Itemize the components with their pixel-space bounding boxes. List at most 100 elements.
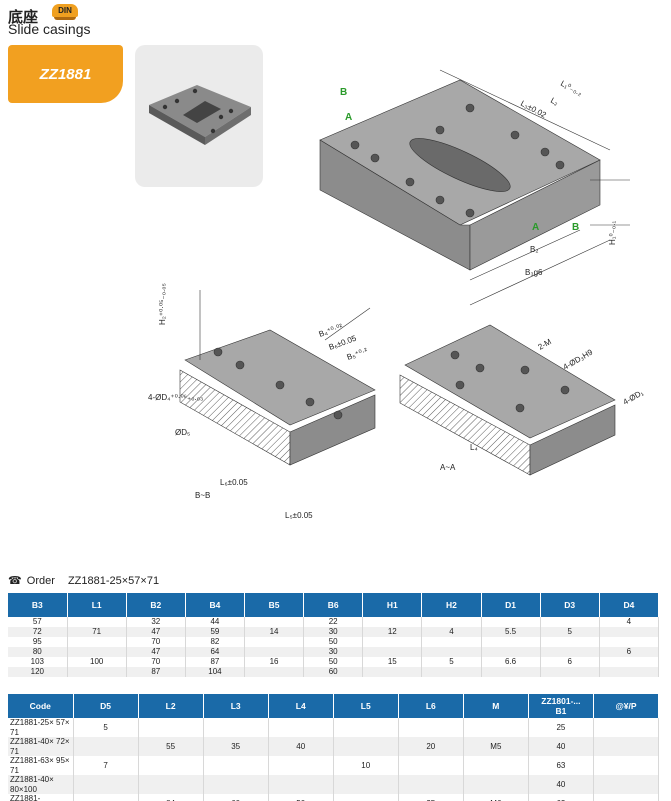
table-cell: [593, 756, 660, 775]
table-cell: 50: [268, 794, 334, 801]
table-cell: [67, 617, 127, 627]
table-cell: 60: [203, 794, 269, 801]
table-cell: 15: [362, 657, 423, 667]
table-cell: [362, 667, 423, 677]
b4-label: B₄⁺⁰·⁰²: [318, 322, 344, 339]
table-cell: [540, 667, 600, 677]
column-header: L3: [203, 694, 269, 718]
table-cell: [268, 775, 334, 794]
table-cell: [481, 647, 541, 657]
table-cell: 104: [185, 667, 246, 677]
table-cell: [333, 718, 399, 737]
table-cell: [138, 718, 204, 737]
table-cell: [362, 647, 423, 657]
table-cell: 103: [8, 657, 68, 667]
table-cell: 44: [185, 617, 246, 627]
table-cell: [540, 637, 600, 647]
table-cell: 5: [73, 718, 139, 737]
d1-label: 4-ØD₁: [622, 388, 646, 407]
part-code-banner: ZZ1881: [8, 45, 123, 103]
table-cell: [421, 637, 482, 647]
table-cell: 100: [67, 657, 127, 667]
table-cell: 32: [126, 617, 186, 627]
m-label: 2-M: [537, 337, 554, 352]
table-cell: 5: [540, 627, 600, 637]
table-cell: 55: [138, 737, 204, 756]
table-cell: 63: [528, 794, 594, 801]
table-cell: [463, 718, 529, 737]
table-cell: [244, 667, 305, 677]
table-cell: [244, 617, 305, 627]
table-cell: 20: [398, 737, 464, 756]
din-badge: DIN: [52, 4, 78, 20]
column-header: L2: [138, 694, 204, 718]
table-cell: [421, 617, 482, 627]
column-header: D5: [73, 694, 139, 718]
table-cell: [398, 756, 464, 775]
table-cell: [481, 667, 541, 677]
section-bb-label: B~B: [195, 491, 210, 500]
table-cell: [203, 718, 269, 737]
table-cell: 82: [185, 637, 246, 647]
table-cell: 14: [244, 627, 305, 637]
table-cell: 30: [303, 647, 364, 657]
b-arrow-label: B: [340, 87, 347, 98]
table-cell: 47: [126, 647, 186, 657]
table-cell: 50: [303, 637, 364, 647]
table-cell: 5: [421, 657, 482, 667]
table-cell: [599, 627, 660, 637]
column-header: L5: [333, 694, 399, 718]
table-cell: [73, 794, 139, 801]
title-cn: 底座: [8, 9, 39, 26]
column-header: D4: [599, 593, 660, 617]
table-cell: 16: [244, 657, 305, 667]
d5-label: ØD₅: [175, 428, 190, 437]
table-cell: [593, 718, 660, 737]
column-header: Code: [8, 694, 74, 718]
table-cell: [593, 794, 660, 801]
column-header: L4: [268, 694, 334, 718]
column-header: H1: [362, 593, 423, 617]
column-header: D1: [481, 593, 541, 617]
table-cell: 30: [303, 627, 364, 637]
table-cell: 6.6: [481, 657, 541, 667]
column-header: L6: [398, 694, 464, 718]
table-cell: 63: [528, 756, 594, 775]
order-example: ZZ1881-25×57×71: [67, 575, 160, 587]
l5-label: L₅±0.05: [285, 511, 313, 520]
table-cell: M6: [463, 794, 529, 801]
section-aa-label: A~A: [440, 463, 456, 472]
order-label: Order: [26, 575, 55, 587]
table-cell: 47: [126, 627, 186, 637]
table-cell: [244, 637, 305, 647]
table-cell: 60: [303, 667, 364, 677]
table-cell: 10: [333, 756, 399, 775]
table-cell: 25: [398, 794, 464, 801]
h1-label: H₁⁰₋₀.₁: [608, 221, 617, 245]
column-header: D3: [540, 593, 600, 617]
column-header: B3: [8, 593, 68, 617]
table-cell: 59: [185, 627, 246, 637]
table-cell: [421, 647, 482, 657]
table-cell: [593, 775, 660, 794]
technical-drawing: L₁⁰₋₀.₂ L₂ L₃±0.02 B A A B H₁⁰₋₀.₁ B₂ B₃…: [148, 69, 646, 520]
table-cell: ZZ1881-40× 72× 71: [8, 737, 74, 756]
table-cell: 25: [528, 718, 594, 737]
table-cell: [244, 647, 305, 657]
column-header: B2: [126, 593, 186, 617]
column-header: @¥/P: [593, 694, 660, 718]
column-header: ZZ1801-... B1: [528, 694, 594, 718]
table-cell: [138, 756, 204, 775]
table-cell: 57: [8, 617, 68, 627]
table-cell: [203, 756, 269, 775]
table-cell: [73, 737, 139, 756]
table-cell: [463, 775, 529, 794]
table-cell: 71: [67, 627, 127, 637]
table-cell: 35: [203, 737, 269, 756]
d4-label: 4-ØD₄⁺⁰·⁰⁶₊₀.₀₃: [148, 393, 203, 402]
